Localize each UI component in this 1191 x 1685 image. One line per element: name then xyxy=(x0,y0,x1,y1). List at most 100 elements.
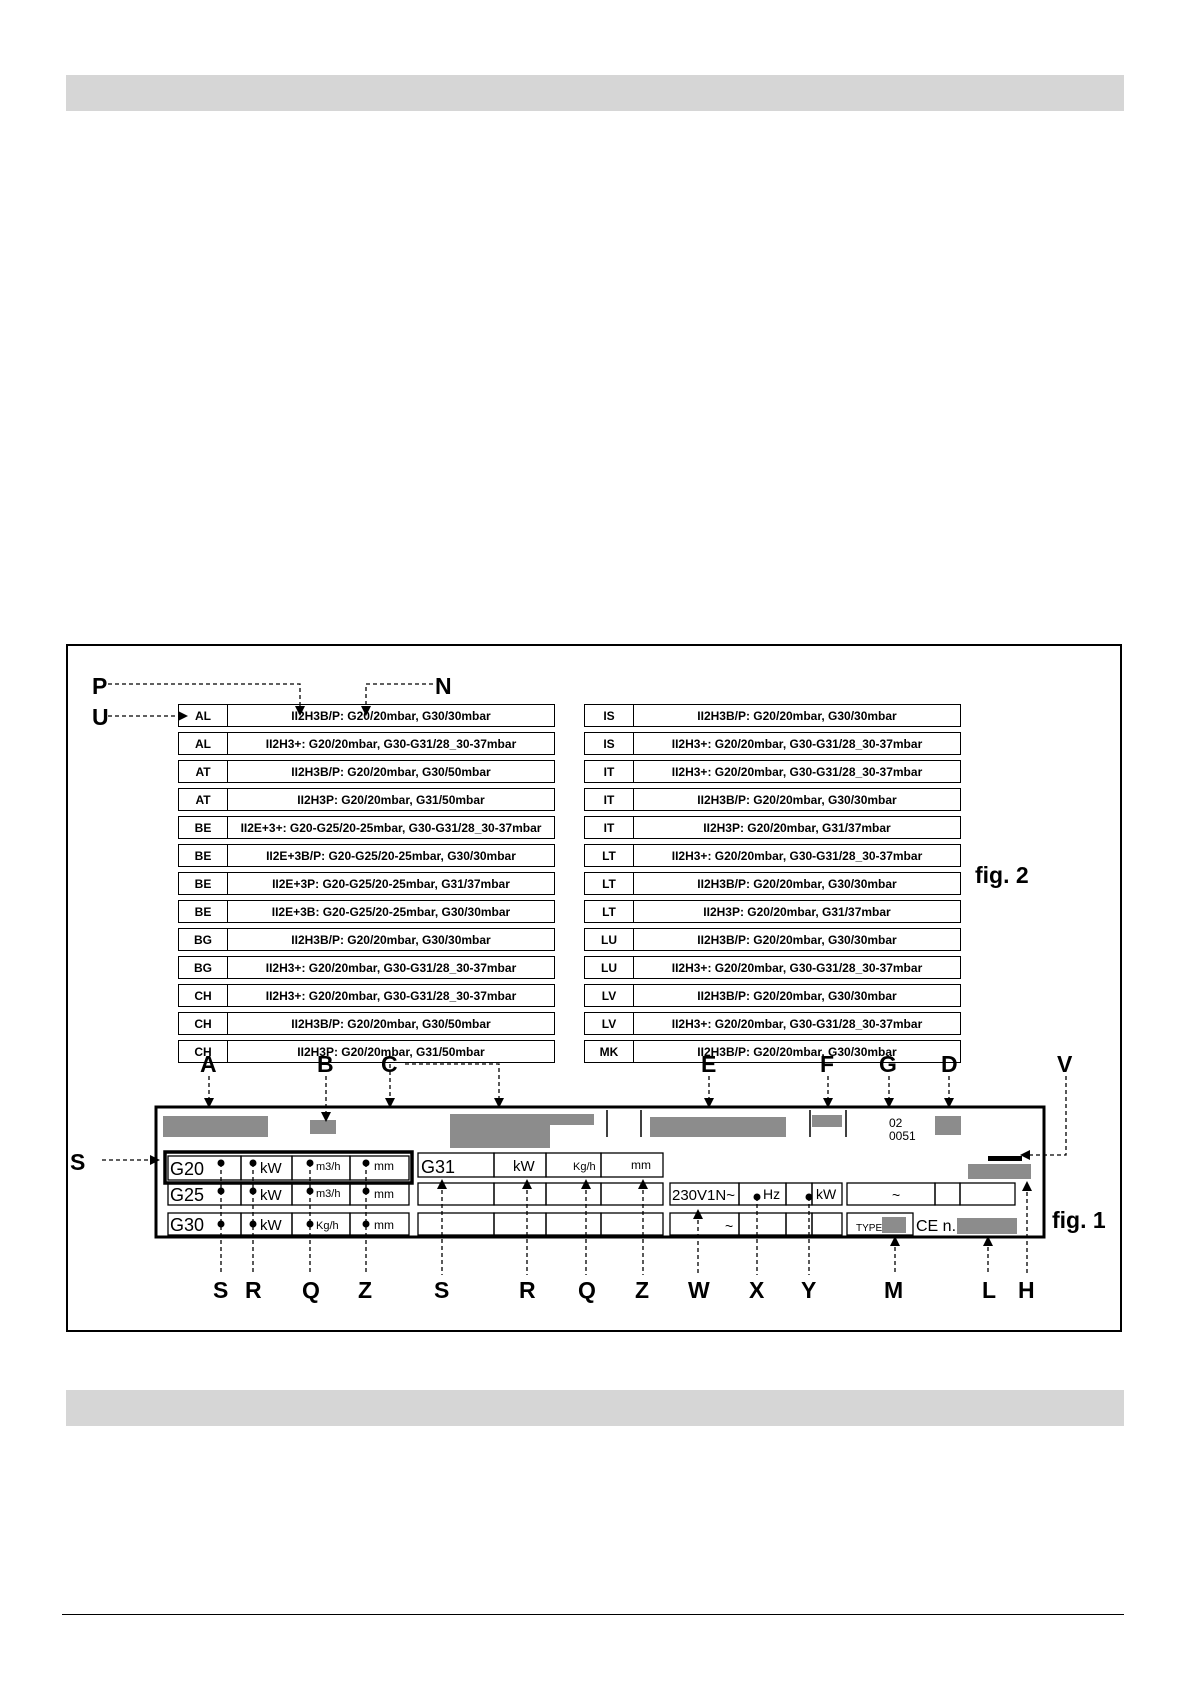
country-code: CH xyxy=(178,1012,228,1035)
gas-category: II2H3+: G20/20mbar, G30-G31/28_30-37mbar xyxy=(227,984,555,1007)
letter-y: Y xyxy=(801,1277,816,1303)
letter-z2: Z xyxy=(635,1277,649,1303)
letter-c: C xyxy=(381,1051,398,1077)
country-code: BG xyxy=(178,928,228,951)
plate-block-b xyxy=(310,1120,336,1134)
gas-category: II2H3B/P: G20/20mbar, G30/30mbar xyxy=(633,928,961,951)
country-code: CH xyxy=(178,1040,228,1063)
plate-block-a xyxy=(163,1116,268,1137)
ce-label: CE n. xyxy=(916,1218,956,1235)
gas-category: II2E+3P: G20-G25/20-25mbar, G31/37mbar xyxy=(227,872,555,895)
plate-mark-v xyxy=(988,1156,1022,1161)
gas-category: II2E+3+: G20-G25/20-25mbar, G30-G31/28_3… xyxy=(227,816,555,839)
plate-block-c2 xyxy=(450,1125,550,1139)
country-code: MK xyxy=(584,1040,634,1063)
footer-rule xyxy=(62,1614,1124,1615)
letter-f: F xyxy=(820,1051,834,1077)
unit-kw-g20: kW xyxy=(260,1160,283,1177)
type-label: TYPE xyxy=(856,1223,882,1234)
gas-category: II2H3+: G20/20mbar, G30-G31/28_30-37mbar xyxy=(633,1012,961,1035)
unit-mm-g30: mm xyxy=(374,1218,394,1232)
letter-x: X xyxy=(749,1277,765,1303)
plate-block-d xyxy=(935,1116,961,1135)
unit-flow-g30: Kg/h xyxy=(316,1220,339,1232)
gas-category: II2H3+: G20/20mbar, G30-G31/28_30-37mbar xyxy=(633,732,961,755)
gas-g20: G20 xyxy=(170,1159,204,1179)
figure-frame xyxy=(66,644,1122,1332)
letter-s2: S xyxy=(434,1277,449,1303)
country-code: IT xyxy=(584,816,634,839)
letter-r2: R xyxy=(519,1277,536,1303)
section-header-bar-bottom xyxy=(66,1390,1124,1426)
plate-block-e xyxy=(650,1117,786,1137)
gas-category: II2H3+: G20/20mbar, G30-G31/28_30-37mbar xyxy=(633,844,961,867)
country-code: BE xyxy=(178,816,228,839)
g20-highlight-box xyxy=(163,1150,414,1185)
country-code: AT xyxy=(178,760,228,783)
plate-block-c3 xyxy=(450,1139,550,1148)
letter-l: L xyxy=(982,1277,996,1303)
gas-category: II2H3P: G20/20mbar, G31/37mbar xyxy=(633,900,961,923)
gas-category: II2H3B/P: G20/20mbar, G30/50mbar xyxy=(227,760,555,783)
gas-category: II2H3B/P: G20/20mbar, G30/30mbar xyxy=(227,704,555,727)
unit-kw-g30: kW xyxy=(260,1217,283,1234)
tilde-elec: ~ xyxy=(725,1218,733,1234)
letter-w: W xyxy=(688,1277,710,1303)
gas-category: II2H3+: G20/20mbar, G30-G31/28_30-37mbar xyxy=(633,956,961,979)
country-code: IS xyxy=(584,732,634,755)
letter-q2: Q xyxy=(578,1277,596,1303)
elec-power-unit: kW xyxy=(816,1186,837,1202)
voltage: 230V1N~ xyxy=(672,1187,735,1204)
unit-flow-g25: m3/h xyxy=(316,1188,340,1200)
gas-category: II2H3+: G20/20mbar, G30-G31/28_30-37mbar xyxy=(227,956,555,979)
gas-category: II2H3B/P: G20/20mbar, G30/30mbar xyxy=(633,704,961,727)
year-code: 02 xyxy=(889,1116,903,1130)
frequency-unit: Hz xyxy=(763,1186,780,1202)
letter-z1: Z xyxy=(358,1277,372,1303)
type-value-block xyxy=(882,1217,906,1233)
gas-g25: G25 xyxy=(170,1185,204,1205)
letter-e: E xyxy=(701,1051,716,1077)
unit-kw-g31: kW xyxy=(513,1158,536,1175)
serial-number: 0051 xyxy=(889,1129,916,1143)
letter-s1: S xyxy=(213,1277,228,1303)
gas-category: II2E+3B/P: G20-G25/20-25mbar, G30/30mbar xyxy=(227,844,555,867)
gas-category: II2H3B/P: G20/20mbar, G30/30mbar xyxy=(633,788,961,811)
letter-b: B xyxy=(317,1051,334,1077)
gas-category: II2H3B/P: G20/20mbar, G30/30mbar xyxy=(633,1040,961,1063)
unit-flow-g31: Kg/h xyxy=(573,1161,596,1173)
unit-kw-g25: kW xyxy=(260,1187,283,1204)
country-code: LT xyxy=(584,872,634,895)
country-code: LT xyxy=(584,900,634,923)
fig2-label: fig. 2 xyxy=(975,862,1029,888)
unit-mm-g25: mm xyxy=(374,1187,394,1201)
section-header-bar-top xyxy=(66,75,1124,111)
unit-mm-g20: mm xyxy=(374,1159,394,1173)
unit-mm-g31: mm xyxy=(631,1158,651,1172)
gas-category: II2H3P: G20/20mbar, G31/37mbar xyxy=(633,816,961,839)
letter-d: D xyxy=(941,1051,958,1077)
gas-category: II2H3B/P: G20/20mbar, G30/30mbar xyxy=(633,984,961,1007)
ce-number-block xyxy=(957,1218,1017,1234)
letter-g: G xyxy=(879,1051,897,1077)
country-code: CH xyxy=(178,984,228,1007)
